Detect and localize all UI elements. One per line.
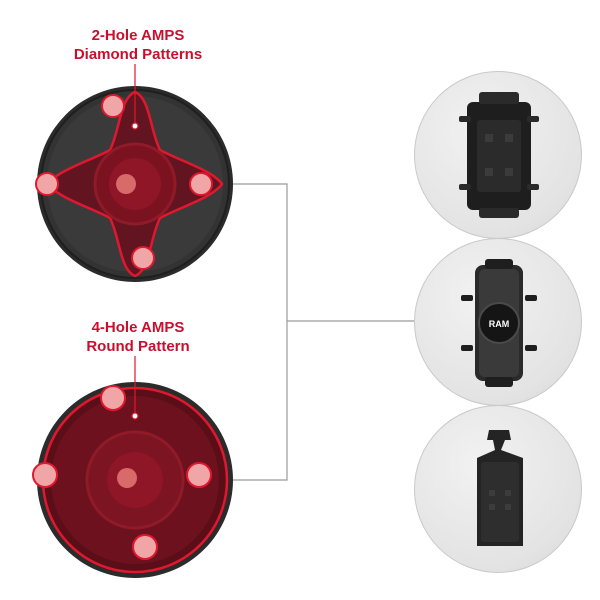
round-pattern-title: 4-Hole AMPS	[91, 319, 185, 336]
ram-logo-text: RAM	[489, 319, 510, 329]
diamond-pattern-label: 2-Hole AMPS Diamond Patterns	[28, 26, 248, 64]
diamond-pattern-title: 2-Hole AMPS	[91, 27, 185, 44]
diamond-pattern-subtitle: Diamond Patterns	[73, 46, 203, 63]
product-thumbnail-3	[414, 405, 582, 573]
connector-bracket	[232, 183, 288, 481]
round-pattern-label: 4-Hole AMPS Round Pattern	[28, 318, 248, 356]
form-fit-phone-cradle-icon	[477, 430, 523, 546]
quick-grip-phone-holder-with-ram-ball-icon: RAM	[461, 259, 537, 387]
suction-cup-mount-diamond-pattern-icon	[35, 64, 233, 282]
quick-grip-phone-holder-icon	[459, 92, 539, 218]
product-thumbnail-2: RAM	[414, 238, 582, 406]
product-thumbnail-1	[414, 71, 582, 239]
connector-lines	[232, 183, 414, 481]
suction-cup-mount-round-pattern-icon	[32, 356, 233, 578]
round-pattern-subtitle: Round Pattern	[86, 338, 190, 355]
